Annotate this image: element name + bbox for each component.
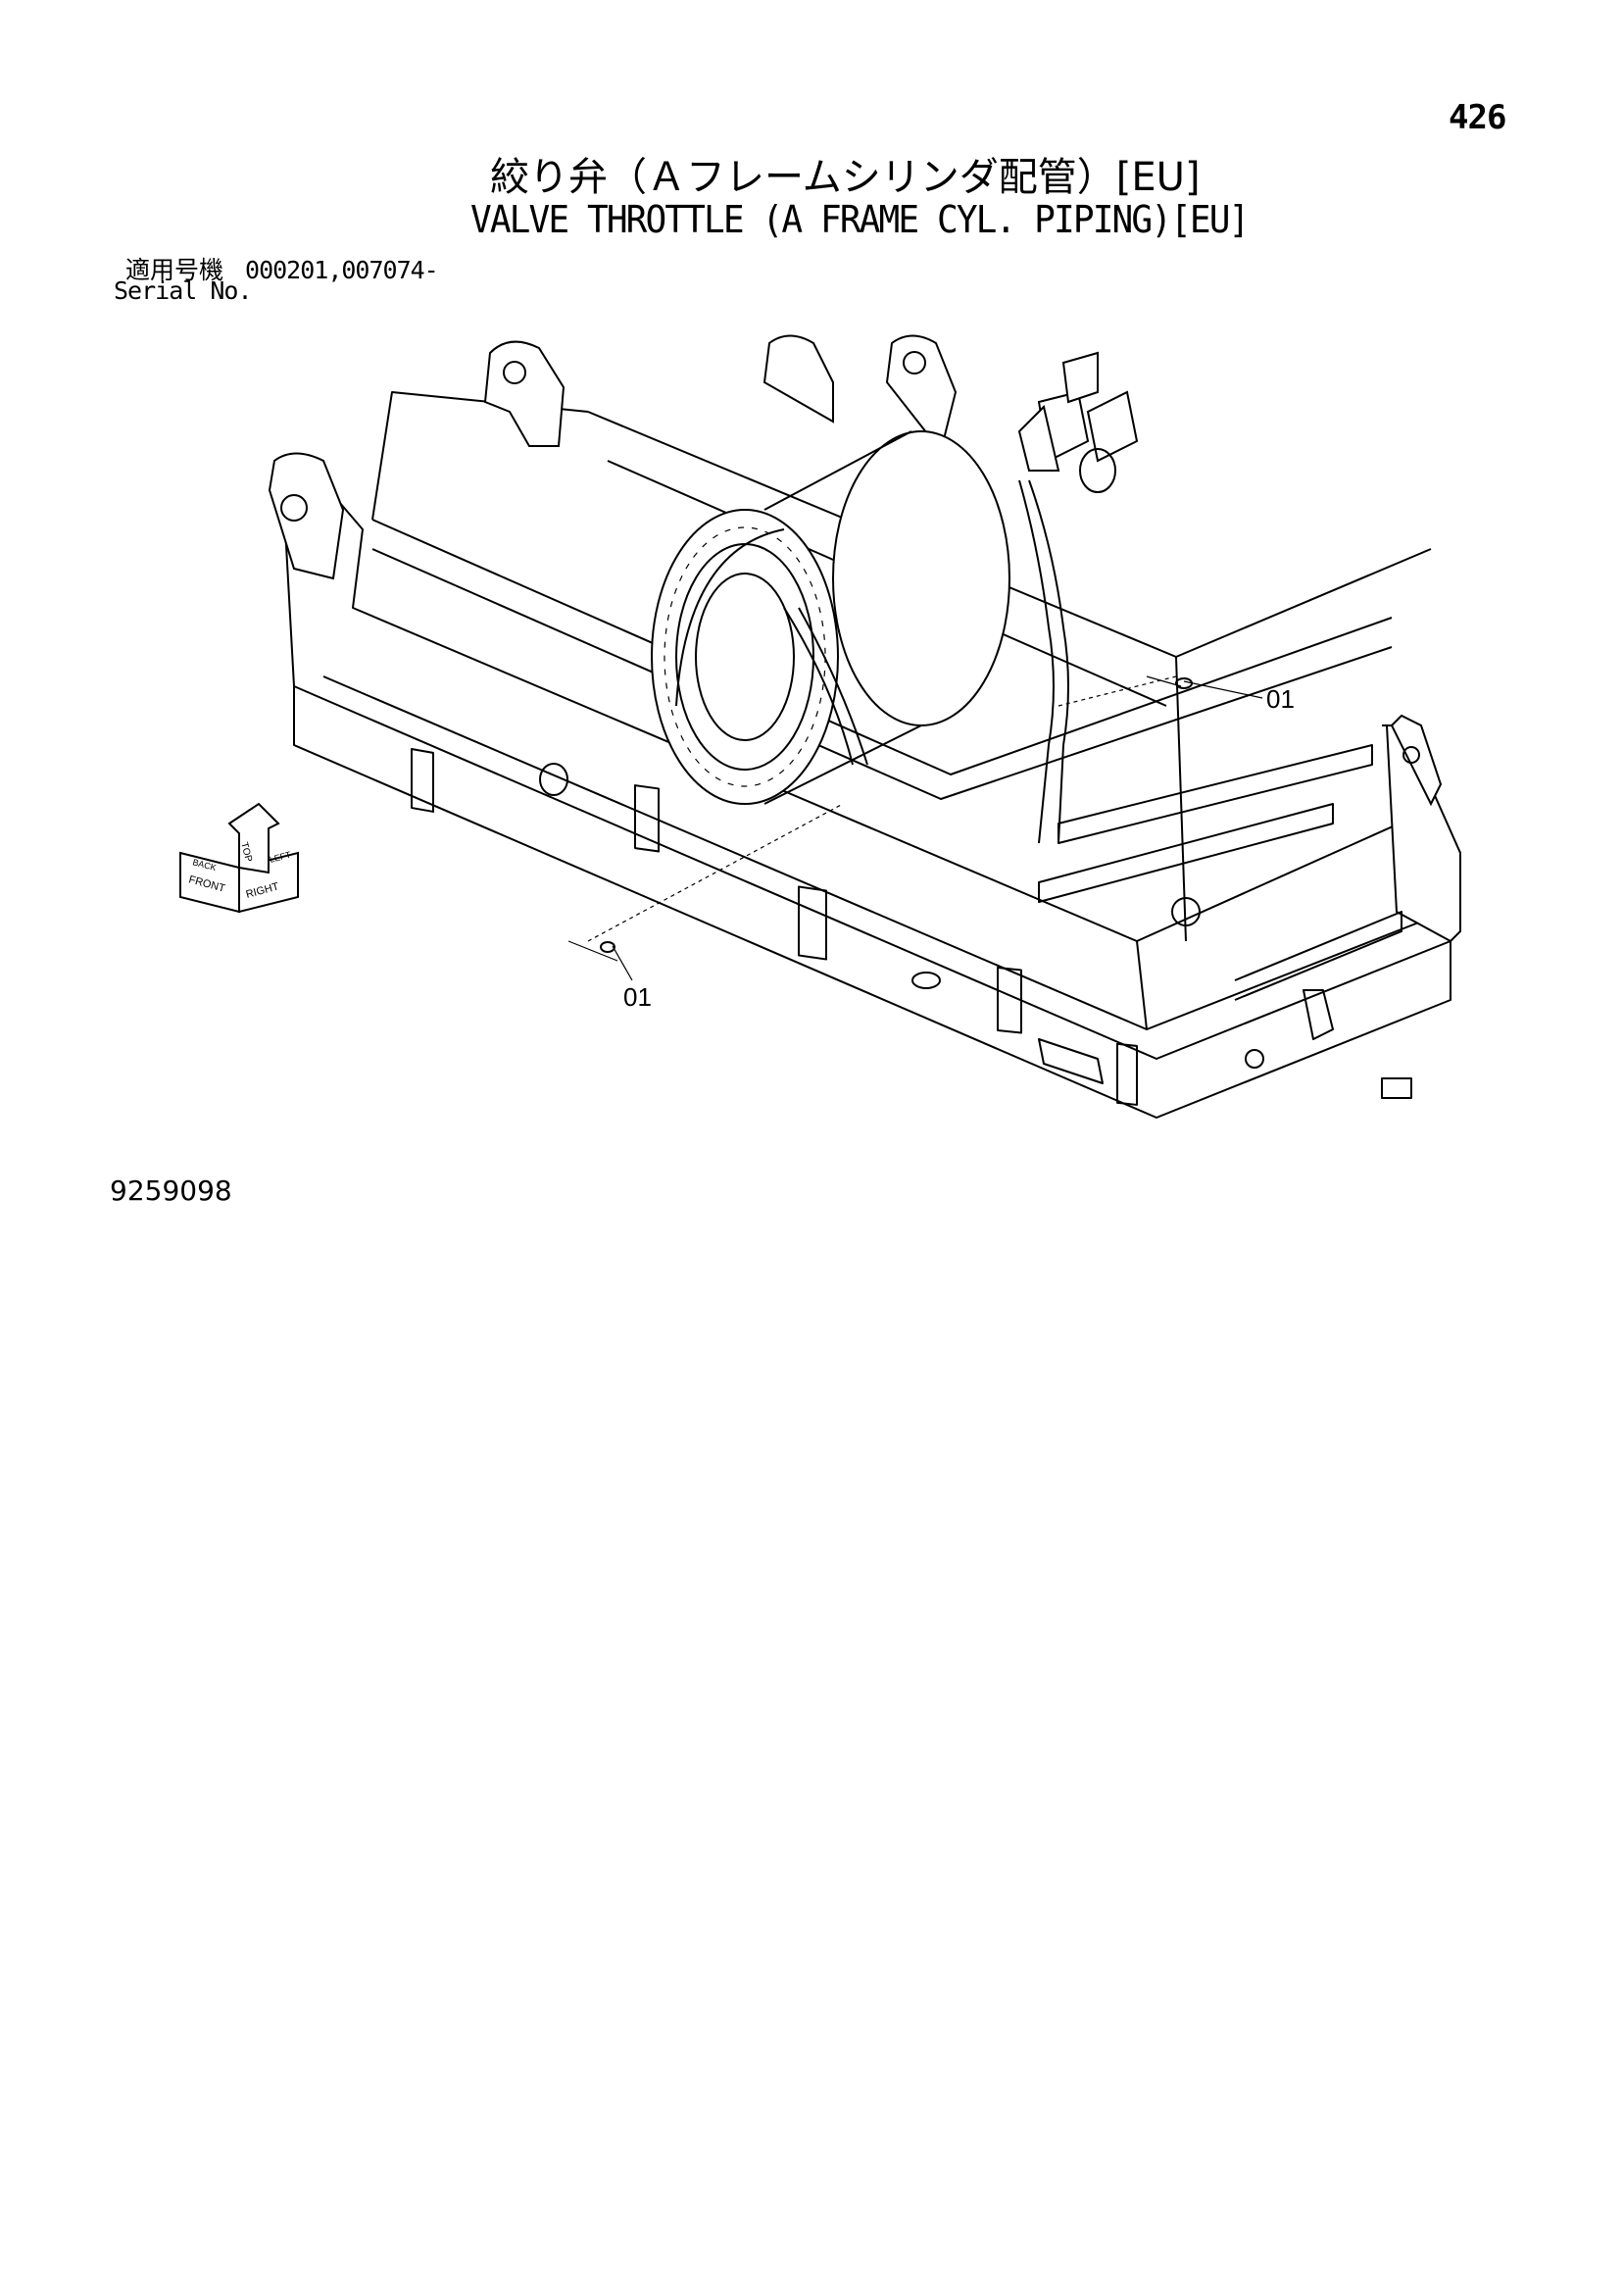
valve-assembly xyxy=(783,351,1139,844)
parts-drawing: 01 01 FRONT RIGHT TOP BACK LEFT xyxy=(179,334,1461,1119)
callout-label-lower: 01 xyxy=(623,982,652,1012)
callout-01-lower: 01 xyxy=(567,803,844,1012)
frame-body xyxy=(268,334,1461,1119)
page-number: 426 xyxy=(1449,98,1506,137)
serial-values: 000201,007074- xyxy=(245,256,439,284)
serial-label-japanese: 適用号機 xyxy=(125,256,224,284)
serial-label-english: Serial No. xyxy=(114,276,253,305)
winch-drum xyxy=(651,430,1010,805)
serial-row: 適用号機 000201,007074- xyxy=(125,251,439,286)
callout-label-upper: 01 xyxy=(1266,684,1295,714)
callout-01-upper: 01 xyxy=(1057,675,1295,714)
orientation-icon: FRONT RIGHT TOP BACK LEFT xyxy=(179,802,299,914)
title-japanese: 絞り弁（Ａフレームシリンダ配管）[EU] xyxy=(490,155,1201,200)
figure-number: 9259098 xyxy=(110,1174,232,1207)
title-english: VALVE THROTTLE (A FRAME CYL. PIPING)[EU] xyxy=(470,198,1250,241)
orientation-top-label: TOP xyxy=(238,841,254,864)
